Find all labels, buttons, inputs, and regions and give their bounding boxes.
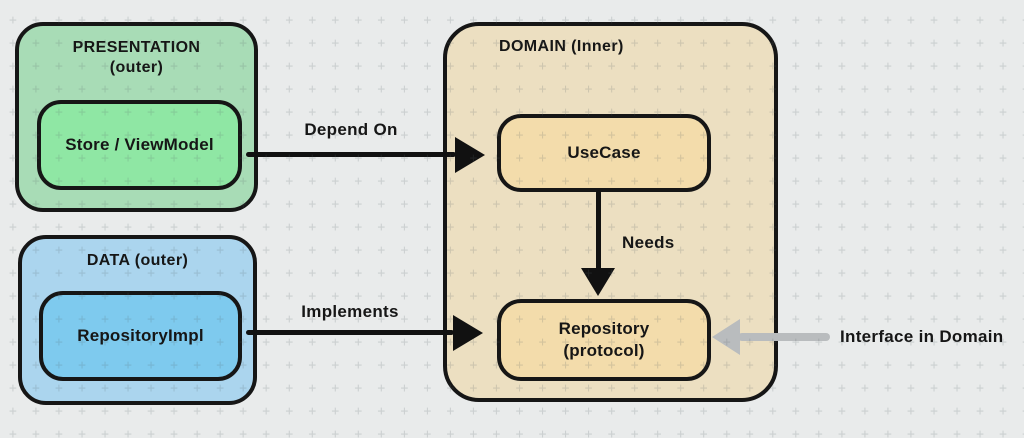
- interface-arrow-line: [738, 333, 830, 341]
- domain-layer-box: DOMAIN (Inner) UseCase Repository (proto…: [443, 22, 778, 402]
- implements-arrowhead-icon: [453, 315, 483, 351]
- needs-arrowhead-icon: [581, 268, 615, 296]
- domain-layer-title: DOMAIN (Inner): [499, 38, 624, 55]
- presentation-layer-title: PRESENTATION (outer): [19, 26, 254, 79]
- depend-on-arrow-line: [246, 152, 456, 157]
- needs-arrow-line: [596, 190, 601, 272]
- usecase-box: UseCase: [497, 114, 711, 192]
- repository-impl-box: RepositoryImpl: [39, 291, 242, 381]
- implements-arrow-label: Implements: [301, 302, 399, 321]
- usecase-label: UseCase: [567, 142, 641, 162]
- repository-protocol-line1: Repository: [558, 318, 650, 338]
- data-layer-box: DATA (outer) RepositoryImpl: [18, 235, 257, 405]
- presentation-title-line1: PRESENTATION: [72, 39, 201, 56]
- repository-protocol-box: Repository (protocol): [497, 299, 711, 381]
- store-viewmodel-label: Store / ViewModel: [65, 134, 214, 154]
- implements-arrow-line: [246, 330, 454, 335]
- interface-in-domain-label: Interface in Domain: [840, 327, 1004, 346]
- repository-impl-label: RepositoryImpl: [77, 325, 204, 345]
- data-layer-title: DATA (outer): [86, 252, 189, 269]
- repository-protocol-line2: (protocol): [563, 341, 645, 360]
- depend-on-arrow-label: Depend On: [304, 120, 398, 139]
- presentation-layer-box: PRESENTATION (outer) Store / ViewModel: [15, 22, 258, 212]
- depend-on-arrowhead-icon: [455, 137, 485, 173]
- store-viewmodel-box: Store / ViewModel: [37, 100, 242, 190]
- repository-protocol-label: Repository (protocol): [559, 318, 650, 362]
- interface-arrowhead-icon: [712, 319, 740, 355]
- presentation-title-line2: (outer): [109, 59, 164, 77]
- needs-arrow-label: Needs: [622, 233, 675, 252]
